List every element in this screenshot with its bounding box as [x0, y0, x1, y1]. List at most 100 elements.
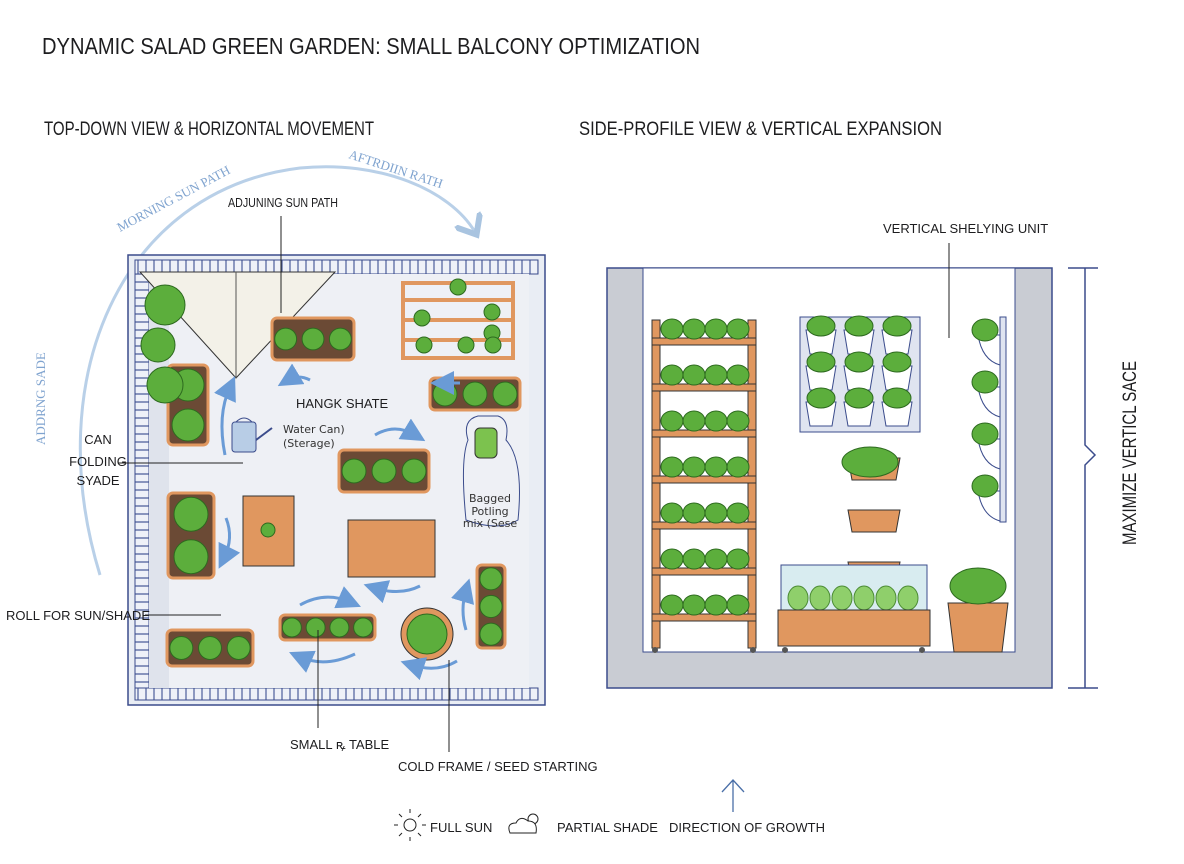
lettuce-plant	[726, 502, 750, 524]
lettuce-plant	[146, 366, 184, 404]
vertical-shelving-label: VERTICAL SHELYING UNIT	[883, 221, 1048, 236]
legend-partial-shade: PARTIAL SHADE	[557, 820, 658, 835]
lettuce-plant	[704, 364, 728, 386]
lettuce-plant	[971, 422, 999, 446]
lettuce-plant	[171, 408, 205, 442]
ladder-rail	[651, 319, 661, 649]
bag-label-1: Bagged	[469, 492, 511, 505]
shelf	[651, 337, 757, 346]
lettuce-plant	[479, 594, 503, 619]
lettuce-plant	[806, 387, 836, 409]
seedling	[875, 585, 897, 611]
lettuce-plant	[492, 381, 518, 407]
lettuce-plant	[882, 387, 912, 409]
cold-frame-label: COLD FRAME / SEED STARTING	[398, 759, 598, 774]
shelf	[651, 567, 757, 576]
lettuce-plant	[660, 456, 684, 478]
lettuce-plant	[140, 327, 176, 363]
caster-wheel	[919, 647, 925, 653]
ladder-rail	[747, 319, 757, 649]
lettuce-plant	[371, 458, 397, 484]
lettuce-plant	[806, 315, 836, 337]
lettuce-plant	[274, 327, 298, 351]
hanging-shade-label: HANGK SHATE	[296, 396, 389, 411]
water-can-label-1: Water Can)	[283, 423, 345, 436]
lettuce-plant	[844, 315, 874, 337]
lettuce-plant	[682, 548, 706, 570]
lettuce-plant	[169, 636, 194, 660]
lettuce-plant	[682, 456, 706, 478]
shelf	[651, 383, 757, 392]
lettuce-plant	[682, 318, 706, 340]
shelf	[651, 521, 757, 530]
lettuce-plant	[173, 539, 209, 575]
caster-wheel	[750, 647, 756, 653]
lettuce-plant	[704, 318, 728, 340]
hanging-plant	[415, 336, 433, 354]
wall-pot	[977, 438, 1001, 470]
legend-full-sun: FULL SUN	[430, 820, 492, 835]
lettuce-plant	[704, 548, 728, 570]
height-bracket	[1068, 267, 1098, 689]
lettuce-plant	[882, 315, 912, 337]
seedling	[787, 585, 809, 611]
potting-mix-bag	[462, 415, 520, 527]
lettuce-plant	[301, 327, 325, 351]
wall-rail	[999, 316, 1007, 523]
shelf	[651, 475, 757, 484]
lettuce-plant	[660, 318, 684, 340]
terracotta-pot	[947, 602, 1009, 653]
stacked-pot	[847, 509, 901, 533]
lettuce-plant	[844, 351, 874, 373]
lettuce-plant	[971, 474, 999, 498]
lettuce-plant	[305, 617, 326, 638]
hanging-plant	[413, 309, 431, 327]
lettuce-plant	[949, 567, 1007, 605]
movement-arrows	[214, 363, 475, 681]
seedling	[853, 585, 875, 611]
lettuce-plant	[281, 617, 302, 638]
shelf	[651, 613, 757, 622]
folding-shade-label-1: CAN	[84, 432, 111, 447]
adjusting-sun-path-label: ADJUNING SUN PATH	[228, 195, 338, 210]
top-down-heading: TOP-DOWN VIEW & HORIZONTAL MOVEMENT	[44, 119, 374, 140]
bag-label-3: mix (Sese	[463, 517, 518, 530]
growth-arrow-icon	[721, 779, 745, 812]
lettuce-plant	[479, 622, 503, 646]
lettuce-plant	[704, 594, 728, 616]
hanging-plant	[484, 336, 502, 354]
page-title: DYNAMIC SALAD GREEN GARDEN: SMALL BALCON…	[42, 33, 700, 59]
shelf	[651, 429, 757, 438]
lettuce-plant	[682, 594, 706, 616]
wall-pot	[977, 490, 1001, 522]
wall-pot	[977, 386, 1001, 418]
lettuce-plant	[726, 318, 750, 340]
lettuce-plant	[660, 502, 684, 524]
side-profile-heading: SIDE-PROFILE VIEW & VERTICAL EXPANSION	[579, 119, 942, 140]
lettuce-plant	[704, 502, 728, 524]
lettuce-plant	[682, 502, 706, 524]
roll-label: ROLL FOR SUN/SHADE	[6, 608, 150, 623]
partial-shade-icon	[508, 813, 539, 834]
lettuce-plant	[432, 381, 458, 407]
seedling	[809, 585, 831, 611]
planter	[278, 613, 377, 642]
sun-path-arc	[78, 165, 475, 576]
hanging-plant	[457, 336, 475, 354]
lettuce-plant	[726, 456, 750, 478]
maximize-vertical-label: MAXIMIZE VERTICL SACE	[1120, 361, 1141, 545]
watering-can-icon	[231, 417, 273, 453]
left-arc-label: ADDRNG SADE	[33, 352, 48, 445]
lettuce-plant	[401, 458, 427, 484]
lettuce-plant	[841, 446, 899, 478]
lettuce-plant	[144, 284, 186, 326]
caster-wheel	[652, 647, 658, 653]
lettuce-plant	[726, 410, 750, 432]
lettuce-plant	[704, 456, 728, 478]
lettuce-plant	[971, 370, 999, 394]
folding-shade-label-3: SYADE	[76, 473, 119, 488]
folding-shade-label-2: FOLDING	[69, 454, 127, 469]
legend-direction: DIRECTION OF GROWTH	[669, 820, 825, 835]
wall-pot	[977, 334, 1001, 366]
